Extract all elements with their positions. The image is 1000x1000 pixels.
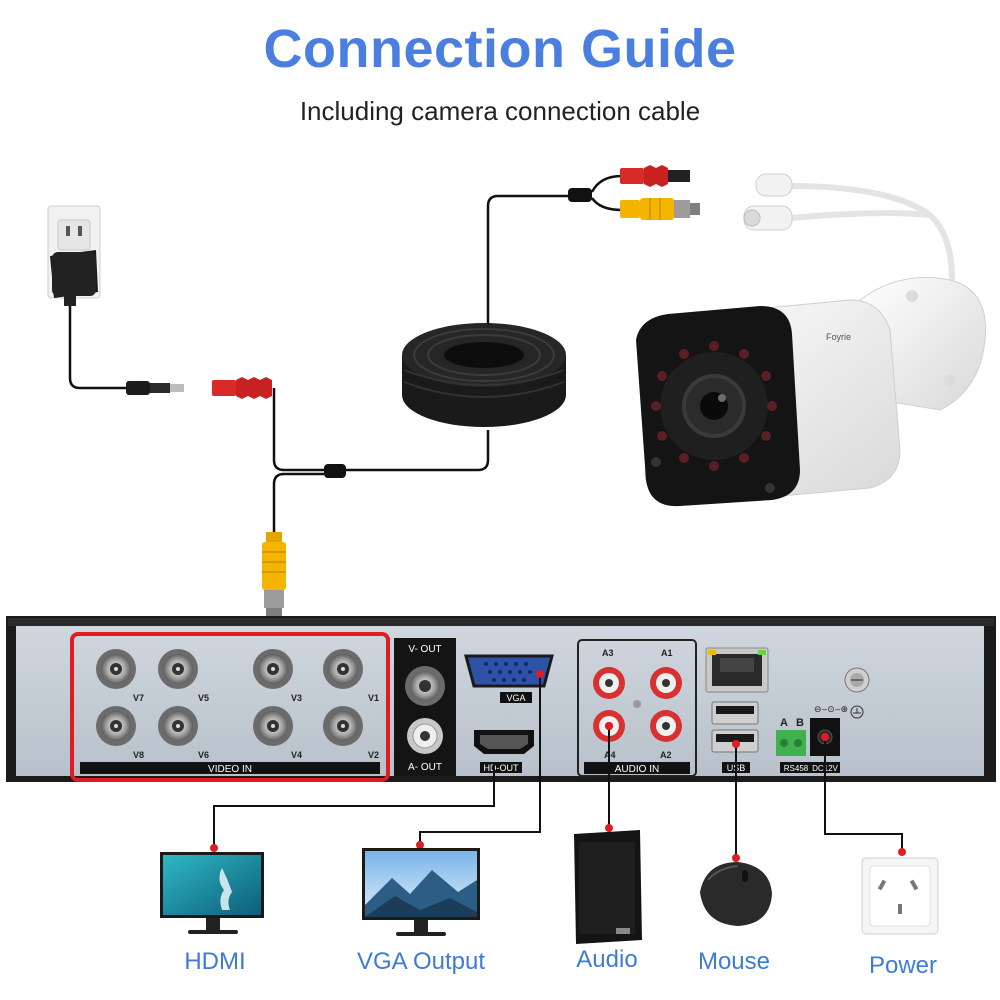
audio-channel-label: A3 [602, 648, 614, 658]
power-cable [272, 388, 326, 472]
bnc-port-v7 [96, 649, 136, 689]
a-out-label: A- OUT [408, 762, 442, 773]
mouse-label: Mouse [697, 948, 771, 975]
rca-port-a3 [593, 667, 625, 699]
bnc-port-v3 [253, 649, 293, 689]
camera-dc-plug [620, 165, 690, 187]
audio-in-block [577, 639, 697, 777]
camera-brand: Foyrie [826, 332, 851, 342]
device-wires [213, 674, 903, 858]
bnc-port-v6 [158, 706, 198, 746]
ground-screw [844, 667, 870, 719]
v-out-label: V- OUT [408, 644, 441, 655]
channel-label: V8 [133, 750, 144, 760]
connection-dots [210, 670, 906, 862]
audio-label: Audio [576, 946, 638, 973]
channel-label: V3 [291, 693, 302, 703]
channel-label: V2 [368, 750, 379, 760]
rca-port-a2 [650, 710, 682, 742]
rs485-dc-label-bar [780, 762, 840, 773]
vga-monitor [362, 848, 480, 936]
bnc-video-plug [262, 532, 286, 618]
v-out-port [405, 666, 445, 706]
cable-coil [402, 323, 566, 427]
svg-text:⊖‒⊙‒⊕: ⊖‒⊙‒⊕ [814, 705, 848, 715]
cable-splitter [324, 464, 346, 478]
rs485-a-label: A [780, 717, 788, 729]
top-splitter [568, 188, 592, 202]
bnc-port-v2 [323, 706, 363, 746]
channel-label: V4 [291, 750, 302, 760]
mouse [700, 862, 772, 926]
av-out-block [394, 638, 456, 776]
dc-male-plug [126, 381, 184, 395]
dc-female-plug [212, 377, 272, 399]
channel-label: V1 [368, 693, 379, 703]
channel-label: V5 [198, 693, 209, 703]
a-out-port [407, 718, 443, 754]
camera-pigtail [743, 173, 955, 281]
bnc-ports [96, 649, 363, 746]
speaker [574, 830, 642, 944]
hdmi-monitor [160, 852, 264, 934]
audio-channel-label: A1 [661, 648, 673, 658]
adapter-cable [68, 306, 128, 390]
rs485-terminal [776, 730, 806, 756]
rs485-label: RS458 [784, 764, 809, 773]
audio-channel-label: A2 [660, 750, 672, 760]
channel-label: V6 [198, 750, 209, 760]
wall-outlet-adapter [47, 205, 101, 306]
bnc-port-v4 [253, 706, 293, 746]
channel-label: V7 [133, 693, 144, 703]
power-outlet [861, 857, 939, 935]
video-in-label-bar [80, 762, 380, 774]
hd-out-label: HD-OUT [484, 763, 519, 773]
video-in-highlight [70, 632, 390, 782]
bnc-port-v8 [96, 706, 136, 746]
hdmi-port [474, 730, 534, 754]
rca-port-a1 [650, 667, 682, 699]
camera-bnc-plug [620, 198, 700, 220]
vga-label-bar [500, 692, 532, 703]
hdmi-label: HDMI [184, 948, 246, 975]
bnc-port-v1 [323, 649, 363, 689]
audio-in-label: AUDIO IN [615, 764, 659, 775]
page-title: Connection Guide [263, 19, 737, 79]
camera [636, 277, 987, 507]
hd-out-label-bar [480, 762, 522, 773]
ethernet-port [705, 647, 769, 693]
bnc-port-v5 [158, 649, 198, 689]
vga-label: VGA [506, 693, 525, 703]
power-label: Power [868, 952, 938, 979]
video-in-label: VIDEO IN [208, 764, 252, 775]
vga-port [464, 654, 554, 688]
rs485-b-label: B [796, 717, 804, 729]
vga-output-label: VGA Output [356, 948, 486, 975]
page-subtitle: Including camera connection cable [299, 96, 701, 126]
